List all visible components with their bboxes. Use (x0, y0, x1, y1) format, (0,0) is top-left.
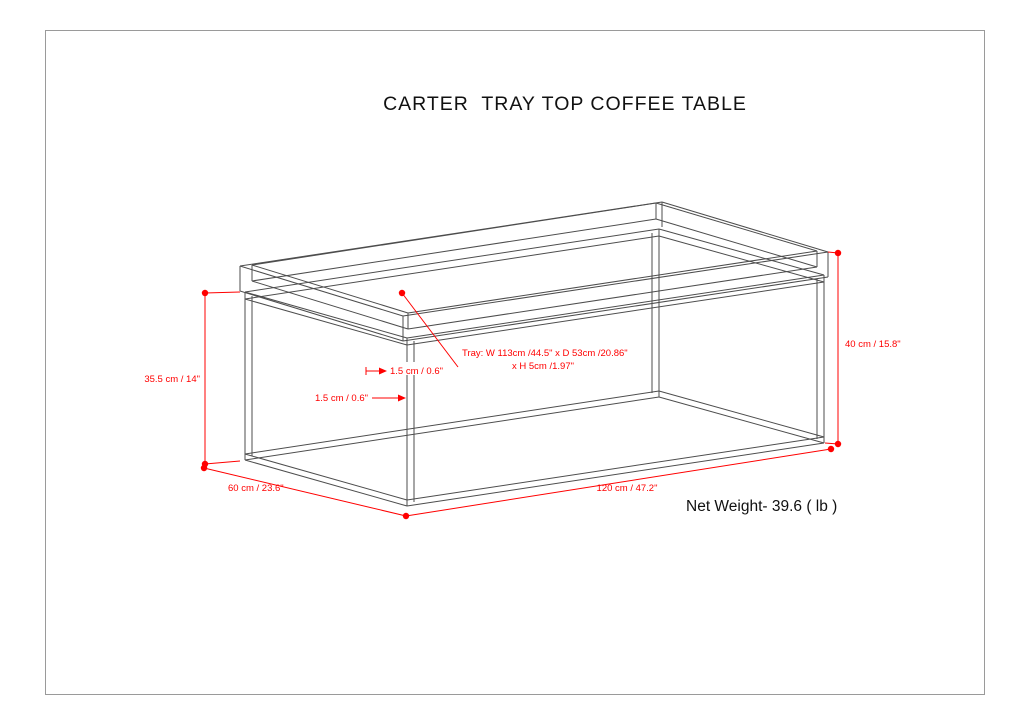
width-label: 120 cm / 47.2" (597, 483, 658, 494)
page-title: CARTER TRAY TOP COFFEE TABLE (383, 93, 747, 115)
tube-thickness-callout-a: 1.5 cm / 0.6" (365, 362, 444, 377)
dimension-dot (834, 440, 842, 448)
dimension-dot (201, 289, 209, 297)
tray-spec-line2: x H 5cm /1.97" (512, 361, 574, 372)
arrowhead (398, 394, 406, 402)
tube-thickness-label-a: 1.5 cm / 0.6" (390, 366, 443, 377)
dimension-dot (200, 464, 208, 472)
page-border (45, 30, 985, 695)
dimension-width: 120 cm / 47.2" (405, 445, 835, 517)
net-weight-label: Net Weight- 39.6 ( lb ) (686, 498, 837, 515)
dimension-frame-height: 35.5 cm / 14" (144, 289, 241, 468)
dimension-depth: 60 cm / 23.6" (200, 464, 410, 520)
arrowhead (379, 367, 387, 375)
dimension-dot (827, 445, 835, 453)
dimension-dot (834, 249, 842, 257)
tray-spec-line1: Tray: W 113cm /44.5" x D 53cm /20.86" (462, 348, 628, 359)
label-backing (388, 362, 444, 375)
total-height-label: 40 cm / 15.8" (845, 339, 901, 350)
dimension-total-height: 40 cm / 15.8" (824, 249, 901, 448)
frame-height-label: 35.5 cm / 14" (144, 374, 200, 385)
tray-spec-callout: Tray: W 113cm /44.5" x D 53cm /20.86" x … (398, 289, 628, 372)
tube-thickness-label-b: 1.5 cm / 0.6" (315, 393, 368, 404)
depth-label: 60 cm / 23.6" (228, 483, 284, 494)
tube-thickness-callout-b: 1.5 cm / 0.6" (315, 393, 406, 404)
tray-top (239, 201, 829, 342)
